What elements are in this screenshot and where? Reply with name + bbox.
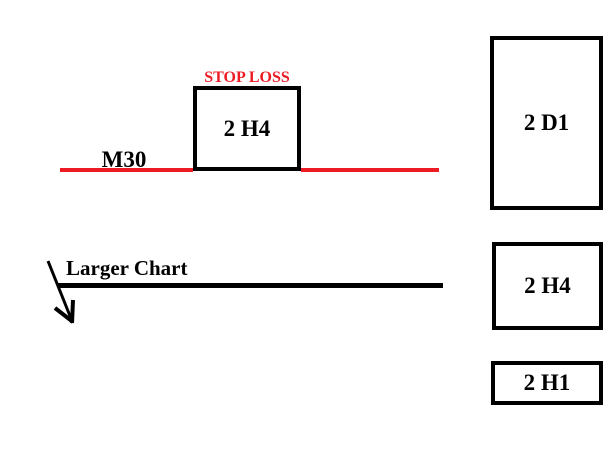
- stop-loss-label: STOP LOSS: [204, 69, 290, 86]
- h1-timeframe-box: 2 H1: [491, 361, 603, 405]
- larger-chart-line: [58, 283, 443, 288]
- d1-box-label: 2 D1: [523, 110, 570, 135]
- m30-level-line-right-segment: [301, 168, 439, 172]
- h4-box-label: 2 H4: [524, 273, 571, 298]
- arrow-down-right-icon: [46, 260, 75, 324]
- m30-level-line-left-segment: [60, 168, 193, 172]
- stop-loss-box-label: 2 H4: [223, 115, 271, 141]
- m30-label: M30: [101, 147, 147, 172]
- h1-box-label: 2 H1: [523, 370, 571, 395]
- stop-loss-box: 2 H4: [193, 86, 301, 171]
- h4-timeframe-box: 2 H4: [492, 242, 603, 330]
- larger-chart-label: Larger Chart: [66, 256, 188, 280]
- d1-timeframe-box: 2 D1: [490, 36, 603, 210]
